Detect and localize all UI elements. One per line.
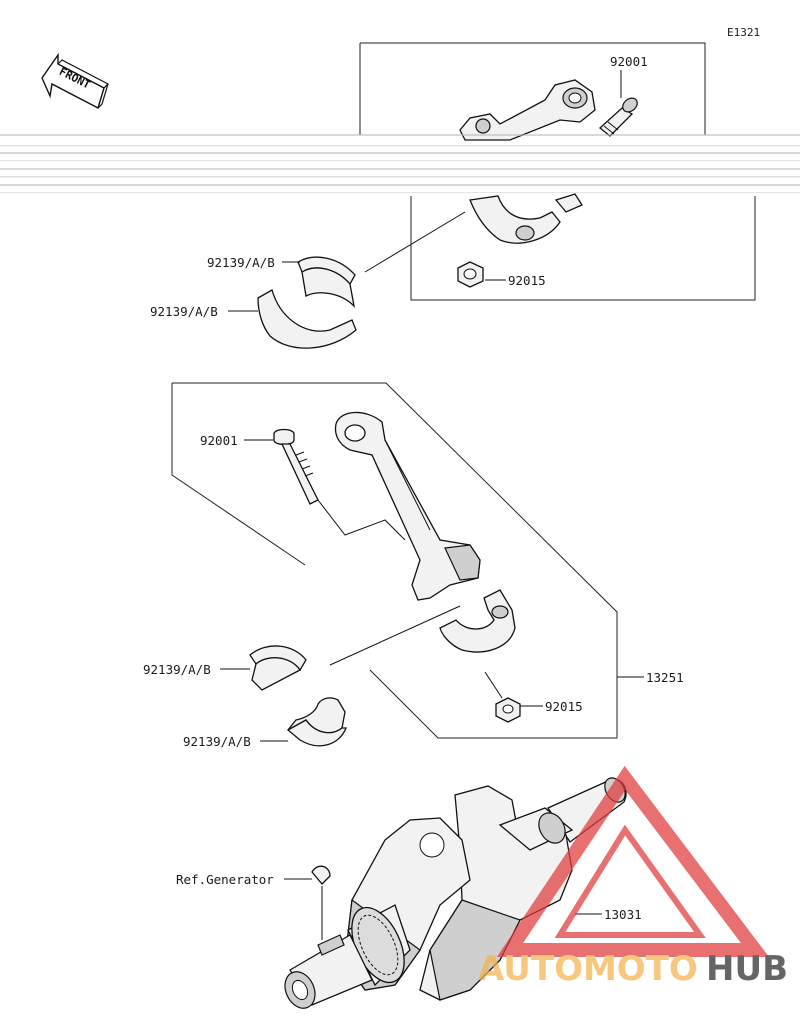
watermark-logo: AUTOMOTO HUB	[478, 765, 788, 989]
middle-connecting-rod	[334, 411, 481, 601]
middle-bolt	[273, 428, 319, 505]
label-rod-assy: 13251	[646, 670, 684, 685]
front-arrow-icon: FRONT	[41, 52, 110, 110]
watermark-text-hub: HUB	[706, 949, 788, 989]
top-nut-icon	[457, 261, 484, 288]
label-bearing-mid-1: 92139/A/B	[143, 662, 211, 677]
middle-rod-cap	[439, 589, 516, 653]
top-bolt	[598, 97, 638, 137]
top-bearing-upper	[297, 256, 356, 308]
label-bearing-top-2: 92139/A/B	[150, 304, 218, 319]
label-nut-mid: 92015	[545, 699, 583, 714]
middle-bearing-lower	[286, 697, 347, 747]
label-bearing-mid-2: 92139/A/B	[183, 734, 251, 749]
middle-bearing-upper	[249, 645, 307, 691]
watermark-text-main: AUTOMOTO	[478, 949, 698, 989]
top-rod-cap	[469, 193, 583, 244]
label-nut-top: 92015	[508, 273, 546, 288]
top-bearing-lower	[257, 289, 357, 349]
divider-top	[364, 211, 466, 273]
divider-mid	[329, 605, 461, 666]
label-bolt-top: 92001	[610, 54, 648, 69]
top-connecting-rod	[459, 79, 596, 141]
scan-noise-band	[0, 134, 800, 193]
label-bearing-top-1: 92139/A/B	[207, 255, 275, 270]
woodruff-key-icon	[311, 865, 331, 885]
leader-nut-mid-up	[484, 671, 503, 699]
crankshaft	[284, 777, 627, 1009]
label-bolt-mid: 92001	[200, 433, 238, 448]
middle-assembly-frame	[171, 382, 618, 739]
top-assembly-frame	[359, 42, 756, 301]
label-crankshaft: 13031	[604, 907, 642, 922]
middle-nut-icon	[495, 697, 521, 723]
label-ref-generator: Ref.Generator	[176, 872, 274, 887]
leader-rod-bolt	[317, 499, 406, 541]
diagram-code: E1321	[727, 26, 760, 39]
